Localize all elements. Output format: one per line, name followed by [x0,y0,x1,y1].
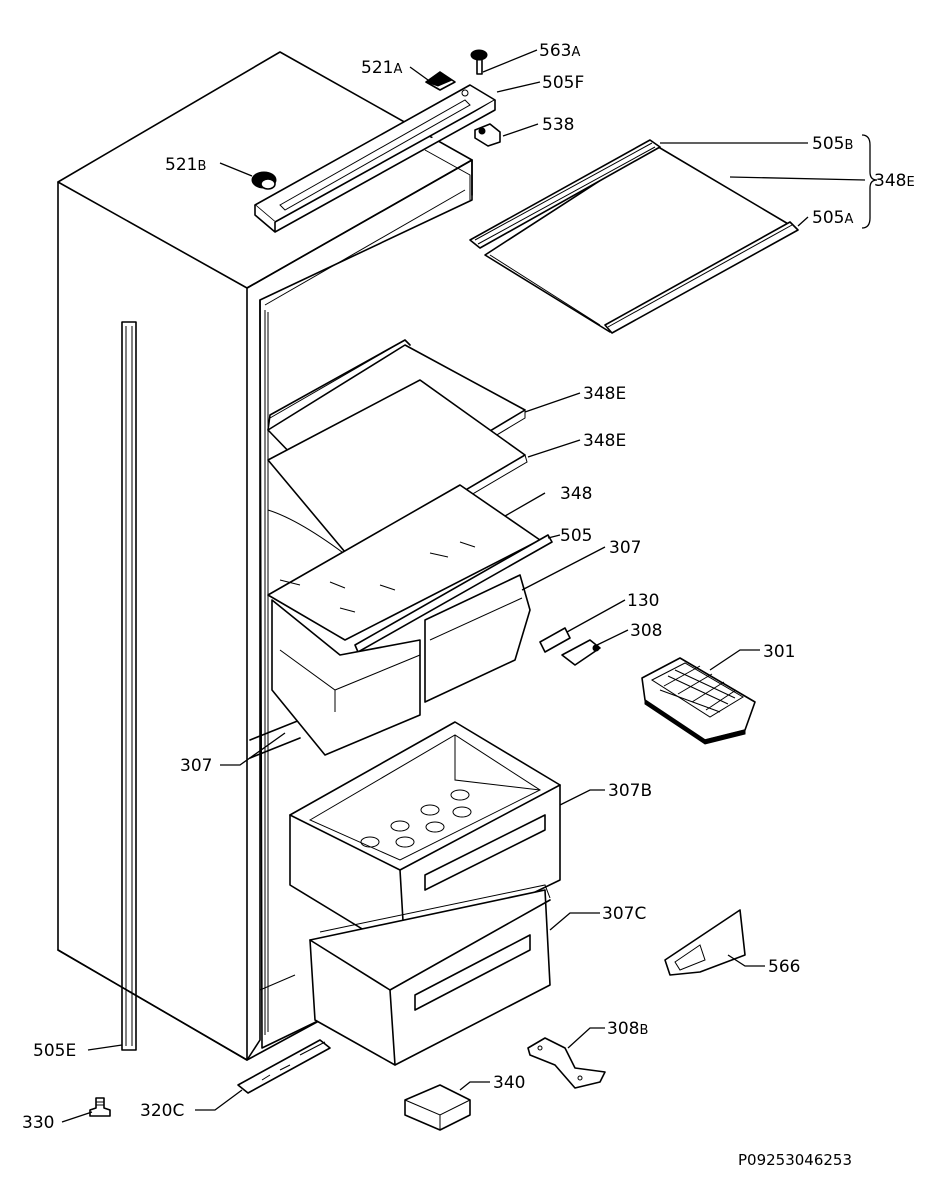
cap-521b [251,171,277,190]
top-hinge-505f [254,84,496,233]
label-348e-1: 348E [583,384,626,404]
label-307b: 307B [608,781,652,801]
label-301: 301 [763,642,795,662]
label-521a: 521A [361,58,402,78]
shelf-rail-505 [354,534,553,653]
label-563a: 563A [539,41,580,61]
block-340 [404,1084,471,1131]
label-330: 330 [22,1113,54,1133]
handle-566 [664,909,746,976]
part-308 [561,639,601,666]
label-566: 566 [768,957,800,977]
cabinet [57,51,473,1061]
label-348e-group: 348E [874,171,915,191]
crisper-drawer-307-right [424,574,531,703]
screw-330 [89,1097,111,1117]
label-307-left: 307 [180,756,212,776]
door-seal-505e [121,321,137,1051]
label-308b: 308B [607,1019,648,1039]
reference-number: P09253046253 [738,1151,852,1169]
crisper-drawer-307-left [271,599,421,756]
ice-tray-301 [641,657,756,745]
hinge-308b [527,1037,606,1089]
label-340: 340 [493,1073,525,1093]
label-505a: 505A [812,208,853,228]
freezer-drawer-307b [289,721,561,956]
label-505f: 505F [542,73,584,93]
label-307-top: 307 [609,538,641,558]
label-320c: 320C [140,1101,184,1121]
label-308: 308 [630,621,662,641]
part-labels: 563A 521A 505F 538 521B 505B 348E 505A 3… [22,41,915,1169]
label-505e: 505E [33,1041,76,1061]
label-505b: 505B [812,134,853,154]
screw-563a [470,49,488,75]
label-505: 505 [560,526,592,546]
label-130: 130 [627,591,659,611]
cap-521a [424,71,456,91]
leader-lines [61,49,878,1123]
label-307c: 307C [602,904,646,924]
freezer-drawer-307c [309,884,551,1066]
label-538: 538 [542,115,574,135]
label-521b: 521B [165,155,206,175]
part-130 [539,627,571,653]
bracket-320c [237,1039,331,1094]
label-348e-2: 348E [583,431,626,451]
glass-shelf-348e-exploded [469,139,799,334]
bracket-538 [474,123,501,147]
label-348: 348 [560,484,592,504]
